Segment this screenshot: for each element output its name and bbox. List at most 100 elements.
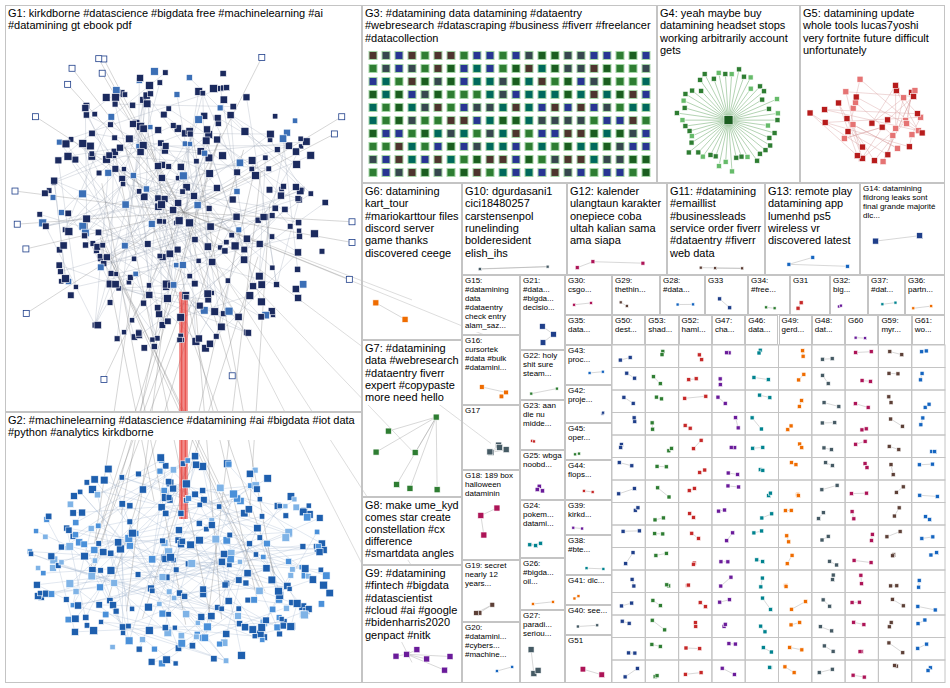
- group-cell: [612, 413, 645, 436]
- network-vertex: [447, 77, 455, 85]
- network-vertex: [318, 601, 324, 607]
- network-edge: [111, 553, 264, 637]
- network-vertex: [274, 624, 281, 631]
- network-vertex: [217, 641, 223, 647]
- group-cell: [912, 413, 945, 436]
- group-cell: [845, 390, 878, 413]
- network-vertex: [163, 656, 171, 664]
- group-cell: [812, 435, 845, 458]
- network-vertex: [525, 64, 533, 72]
- network-vertex: [653, 532, 657, 536]
- network-vertex: [395, 51, 403, 59]
- network-vertex: [148, 220, 155, 227]
- network-vertex: [890, 133, 896, 139]
- network-edge: [839, 103, 858, 156]
- network-vertex: [525, 168, 533, 176]
- network-vertex: [59, 560, 64, 565]
- network-vertex: [822, 107, 828, 113]
- network-vertex: [540, 489, 544, 493]
- network-vertex: [369, 155, 377, 163]
- network-vertex: [43, 534, 48, 539]
- network-vertex: [591, 490, 594, 493]
- group-cell: [612, 548, 645, 571]
- network-edge: [410, 417, 436, 488]
- network-vertex: [752, 531, 756, 535]
- network-vertex: [60, 242, 67, 249]
- network-edge: [184, 212, 353, 221]
- network-vertex: [245, 597, 251, 603]
- network-vertex: [14, 221, 20, 227]
- network-vertex: [822, 401, 826, 405]
- network-vertex: [230, 103, 236, 109]
- network-vertex: [140, 637, 146, 643]
- group-cell: [612, 525, 645, 548]
- network-vertex: [460, 64, 468, 72]
- network-vertex: [408, 51, 416, 59]
- group-cell: [745, 390, 778, 413]
- network-vertex: [303, 138, 310, 145]
- network-vertex: [182, 480, 190, 488]
- network-edge: [729, 120, 778, 121]
- network-vertex: [126, 623, 132, 629]
- network-vertex: [136, 471, 142, 477]
- network-vertex: [234, 169, 241, 176]
- network-vertex: [211, 308, 219, 316]
- network-vertex: [577, 155, 585, 163]
- network-edge: [98, 466, 166, 495]
- network-vertex: [279, 135, 286, 142]
- network-vertex: [826, 534, 830, 538]
- network-edge: [729, 113, 778, 120]
- network-vertex: [528, 647, 534, 653]
- network-vertex: [577, 595, 580, 598]
- network-vertex: [447, 155, 455, 163]
- network-vertex: [927, 402, 931, 406]
- network-vertex: [590, 168, 598, 176]
- network-vertex: [113, 271, 118, 276]
- network-vertex: [525, 77, 533, 85]
- network-vertex: [900, 424, 904, 428]
- network-vertex: [629, 116, 637, 124]
- network-vertex: [460, 90, 468, 98]
- network-vertex: [891, 473, 895, 477]
- network-vertex: [187, 273, 192, 278]
- network-vertex: [716, 395, 720, 399]
- network-vertex: [486, 129, 494, 137]
- network-vertex: [708, 152, 713, 157]
- network-vertex: [844, 116, 850, 122]
- network-vertex: [127, 275, 133, 281]
- network-vertex: [789, 424, 793, 428]
- network-vertex: [698, 77, 703, 82]
- group-cell: [745, 435, 778, 458]
- network-vertex: [122, 92, 127, 97]
- network-vertex: [689, 134, 694, 139]
- network-vertex: [551, 129, 559, 137]
- network-vertex: [73, 520, 79, 526]
- group-cell: [845, 480, 878, 503]
- network-vertex: [222, 582, 228, 588]
- network-vertex: [129, 606, 134, 611]
- network-edge: [95, 166, 158, 325]
- network-vertex: [629, 129, 637, 137]
- network-vertex: [58, 269, 64, 275]
- network-vertex: [434, 90, 442, 98]
- network-vertex: [889, 401, 893, 405]
- network-vertex: [499, 116, 507, 124]
- network-vertex: [690, 88, 695, 93]
- network-vertex: [601, 370, 604, 373]
- network-vertex: [373, 449, 379, 455]
- network-vertex: [683, 396, 687, 400]
- network-vertex: [64, 152, 72, 160]
- network-vertex: [555, 387, 558, 390]
- network-vertex: [538, 103, 546, 111]
- network-vertex: [822, 119, 828, 125]
- network-vertex: [66, 543, 74, 551]
- network-vertex: [112, 101, 118, 107]
- network-vertex: [45, 513, 51, 519]
- network-vertex: [238, 651, 246, 659]
- network-vertex: [702, 72, 707, 77]
- group-cell: [779, 435, 812, 458]
- network-edge: [872, 85, 896, 123]
- network-edge: [147, 96, 217, 188]
- network-vertex: [204, 243, 211, 250]
- network-vertex: [591, 260, 595, 264]
